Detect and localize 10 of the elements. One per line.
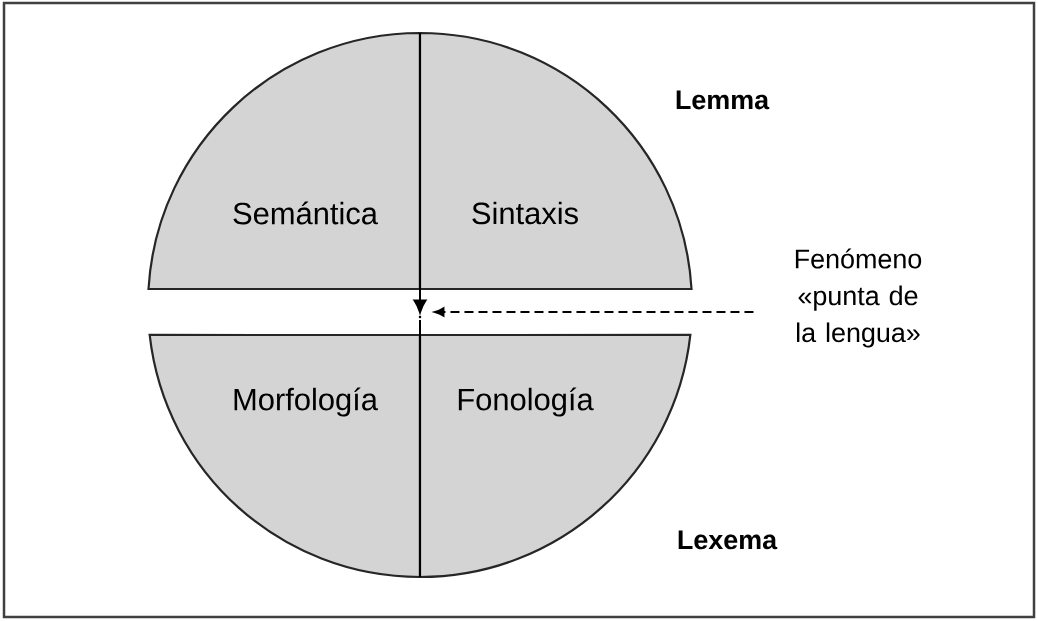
quadrant-label: Sintaxis [472,201,578,225]
quadrant-label: Fonología [458,387,594,417]
quadrant-label: Semántica [233,201,378,225]
arrow [434,307,755,317]
arrow [413,32,427,314]
meeting-point [418,315,422,319]
layer-label: Lemma [676,90,770,110]
quadrant-label: Morfología [234,387,378,417]
callout-text: Fenómeno «punta de la lengua» [795,248,922,348]
layer-label: Lexema [678,530,778,550]
